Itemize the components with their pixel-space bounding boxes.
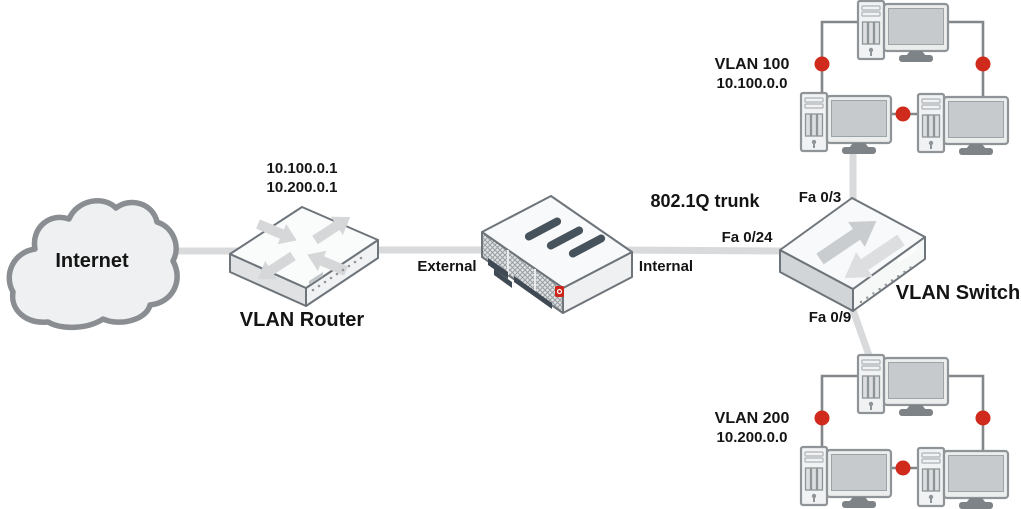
firewall-external-label: External: [417, 258, 477, 275]
vlan200-wire-right: [944, 374, 985, 452]
switch-label: VLAN Switch: [895, 282, 1021, 304]
computer-icon: [856, 353, 950, 418]
router-ip-1: 10.100.0.1: [266, 160, 338, 177]
vlan200-computers: [799, 353, 1010, 509]
switch-port-leds: [859, 266, 912, 304]
firewall-logo-icon: [555, 286, 564, 297]
vlan200-label-group: VLAN 200 10.200.0.0: [702, 409, 802, 447]
connection-dot: [975, 410, 991, 426]
vlan200-subnet: 10.200.0.0: [716, 429, 788, 446]
connection-dot: [975, 56, 991, 72]
firewall-internal-label: Internal: [638, 258, 694, 275]
computer-icon: [856, 0, 950, 64]
vlan100-label-group: VLAN 100 10.100.0.0: [702, 55, 802, 93]
computer-icon: [799, 445, 893, 509]
link-firewall-switch-trunk: [619, 246, 787, 255]
vlan200-group-links: [814, 374, 991, 476]
internet-cloud-icon: [6, 198, 180, 330]
vlan200-label: VLAN 200: [714, 410, 790, 427]
port-label-fa0-9: Fa 0/9: [808, 309, 852, 326]
vlan100-wire-right: [944, 20, 985, 98]
router-port-leds: [311, 256, 363, 292]
firewall-vent-slots: [524, 217, 606, 258]
vlan100-computers: [799, 0, 1010, 157]
connection-dot: [814, 56, 830, 72]
router-ip-2: 10.200.0.1: [266, 178, 338, 196]
connection-dot: [814, 410, 830, 426]
trunk-label: 802.1Q trunk: [650, 191, 760, 211]
port-label-fa0-24: Fa 0/24: [721, 229, 773, 246]
vlan100-subnet: 10.100.0.0: [716, 75, 788, 92]
computer-icon: [916, 92, 1010, 157]
vlan100-wire-left: [820, 20, 860, 94]
switch-icon: [779, 197, 926, 312]
connection-dot: [895, 106, 911, 122]
vlan200-wire-left: [820, 374, 860, 448]
router-label: VLAN Router: [239, 309, 365, 331]
computer-icon: [799, 91, 893, 156]
router-ip-label: 10.100.0.1 10.200.0.1: [250, 160, 354, 197]
connection-dot: [895, 460, 911, 476]
vlan100-label: VLAN 100: [714, 56, 790, 73]
firewall-icon: [481, 195, 633, 314]
vlan100-group-links: [814, 20, 991, 122]
computer-icon: [916, 446, 1010, 509]
port-label-fa0-3: Fa 0/3: [798, 189, 842, 206]
router-icon: [229, 206, 379, 307]
internet-label: Internet: [55, 250, 129, 272]
